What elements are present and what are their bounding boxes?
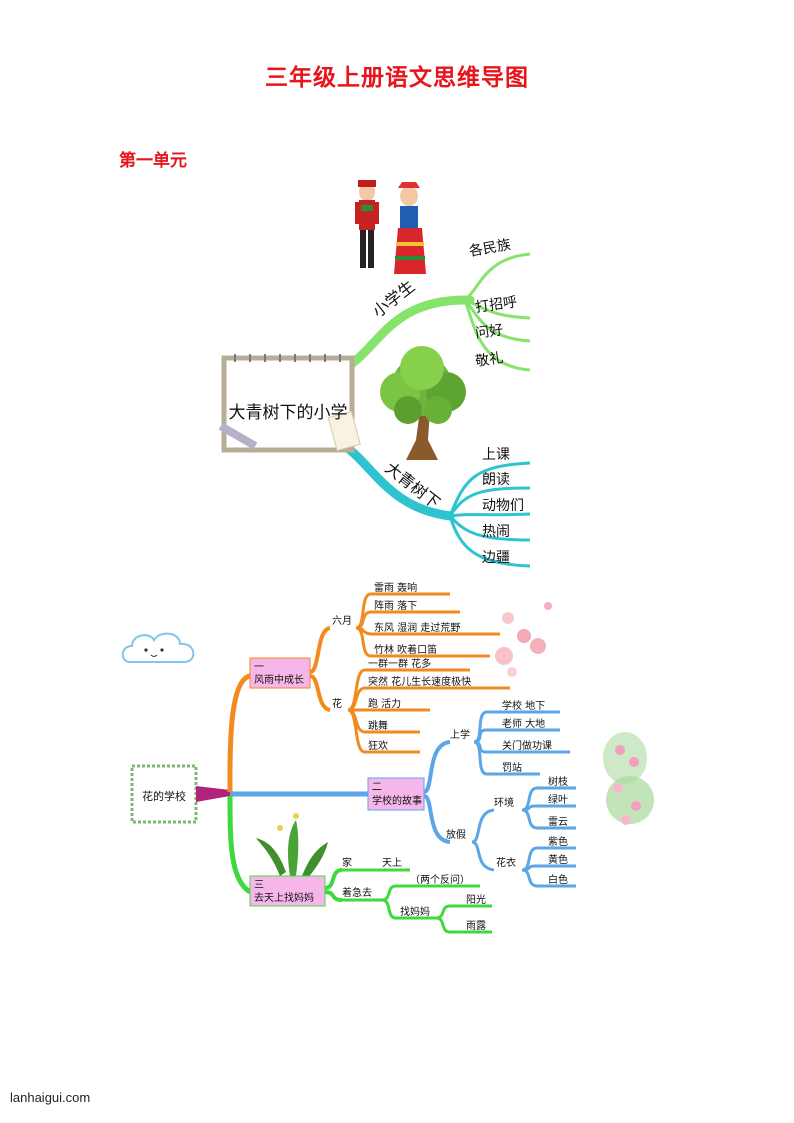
b2-sub1-item-4: 罚站 xyxy=(502,761,522,774)
b1-sub2-item-3: 跑 活力 xyxy=(368,697,401,710)
b1-sub1-item-4: 竹林 吹着口笛 xyxy=(374,643,437,656)
b2-sub2b-item-3: 白色 xyxy=(548,873,568,886)
b1-sub1-item-1: 雷雨 轰响 xyxy=(374,581,417,594)
lotus-illustration xyxy=(603,732,654,825)
b1-sub1-item-3: 东风 湿润 走过荒野 xyxy=(374,621,460,634)
branch1-label: 风雨中成长 xyxy=(254,673,304,686)
item-students-4: 敬礼 xyxy=(474,350,504,370)
b3-sub2a-label: 找妈妈 xyxy=(400,905,430,918)
b2-sub2b-item-2: 黄色 xyxy=(548,853,568,866)
section-heading: 第一单元 xyxy=(119,151,187,171)
item-tree-5: 边疆 xyxy=(482,550,510,566)
b1-sub2-item-2: 突然 花儿生长速度极快 xyxy=(368,675,471,688)
children-illustration xyxy=(355,180,426,274)
b3-sub2-label: 着急去 xyxy=(342,886,372,899)
item-students-1: 各民族 xyxy=(468,237,512,260)
item-tree-2: 朗读 xyxy=(482,471,510,488)
cloud-illustration xyxy=(121,632,195,663)
item-tree-3: 动物们 xyxy=(482,498,524,514)
blossom-illustration xyxy=(495,602,552,677)
center-label: 大青树下的小学 xyxy=(229,403,348,423)
b1-sub2-item-5: 狂欢 xyxy=(368,739,388,752)
branch1-number: 一 xyxy=(254,662,264,673)
b1-sub2-item-4: 跳舞 xyxy=(368,719,388,732)
page-title: 三年级上册语文思维导图 xyxy=(265,65,529,91)
mindmap-flower-school: 花的学校 xyxy=(121,581,654,934)
tree-illustration xyxy=(380,346,466,460)
branch3-number: 三 xyxy=(254,880,264,891)
b2-sub2a-item-2: 绿叶 xyxy=(548,793,568,806)
b2-sub2b-item-1: 紫色 xyxy=(548,835,568,848)
b2-sub2a-item-1: 树枝 xyxy=(548,775,568,788)
center-label: 花的学校 xyxy=(142,789,186,803)
b3-sub2a-item-1: 阳光 xyxy=(466,893,486,906)
mindmap-big-tree-school: 大青树下的小学 小学生 各民族 打招呼 问好 敬礼 大青树下 上课 朗读 动物们… xyxy=(218,180,531,568)
b1-sub2-label: 花 xyxy=(332,697,342,710)
item-tree-1: 上课 xyxy=(482,447,510,463)
b1-sub1-item-2: 阵雨 落下 xyxy=(374,599,417,612)
b2-sub2a-label: 环境 xyxy=(494,796,514,809)
branch3-label: 去天上找妈妈 xyxy=(254,891,314,904)
b2-sub1-item-1: 学校 地下 xyxy=(502,699,545,712)
b3-sub1-item: 天上 xyxy=(382,857,402,869)
b2-sub1-label: 上学 xyxy=(450,728,470,741)
site-watermark: lanhaigui.com xyxy=(10,1090,91,1105)
item-students-3: 问好 xyxy=(474,322,504,342)
center-node: 花的学校 xyxy=(130,764,230,824)
branch2-label: 学校的故事 xyxy=(372,794,422,807)
b1-sub1-label: 六月 xyxy=(332,615,352,627)
branch2-number: 二 xyxy=(372,782,382,793)
b2-sub1-item-3: 关门做功课 xyxy=(502,739,552,752)
b2-sub1-item-2: 老师 大地 xyxy=(502,717,545,730)
b3-sub2-note: （两个反问） xyxy=(410,873,470,886)
b2-sub2a-item-3: 雷云 xyxy=(548,816,568,828)
plant-illustration xyxy=(256,813,328,878)
b1-sub2-item-1: 一群一群 花多 xyxy=(368,657,431,670)
b2-sub2-label: 放假 xyxy=(446,828,466,841)
item-students-2: 打招呼 xyxy=(474,293,518,316)
item-tree-4: 热闹 xyxy=(482,524,510,540)
b3-sub1-label: 家 xyxy=(342,856,352,869)
b3-sub2a-item-2: 雨露 xyxy=(466,920,486,932)
b2-sub2b-label: 花衣 xyxy=(496,856,516,869)
center-node: 大青树下的小学 xyxy=(218,354,361,453)
